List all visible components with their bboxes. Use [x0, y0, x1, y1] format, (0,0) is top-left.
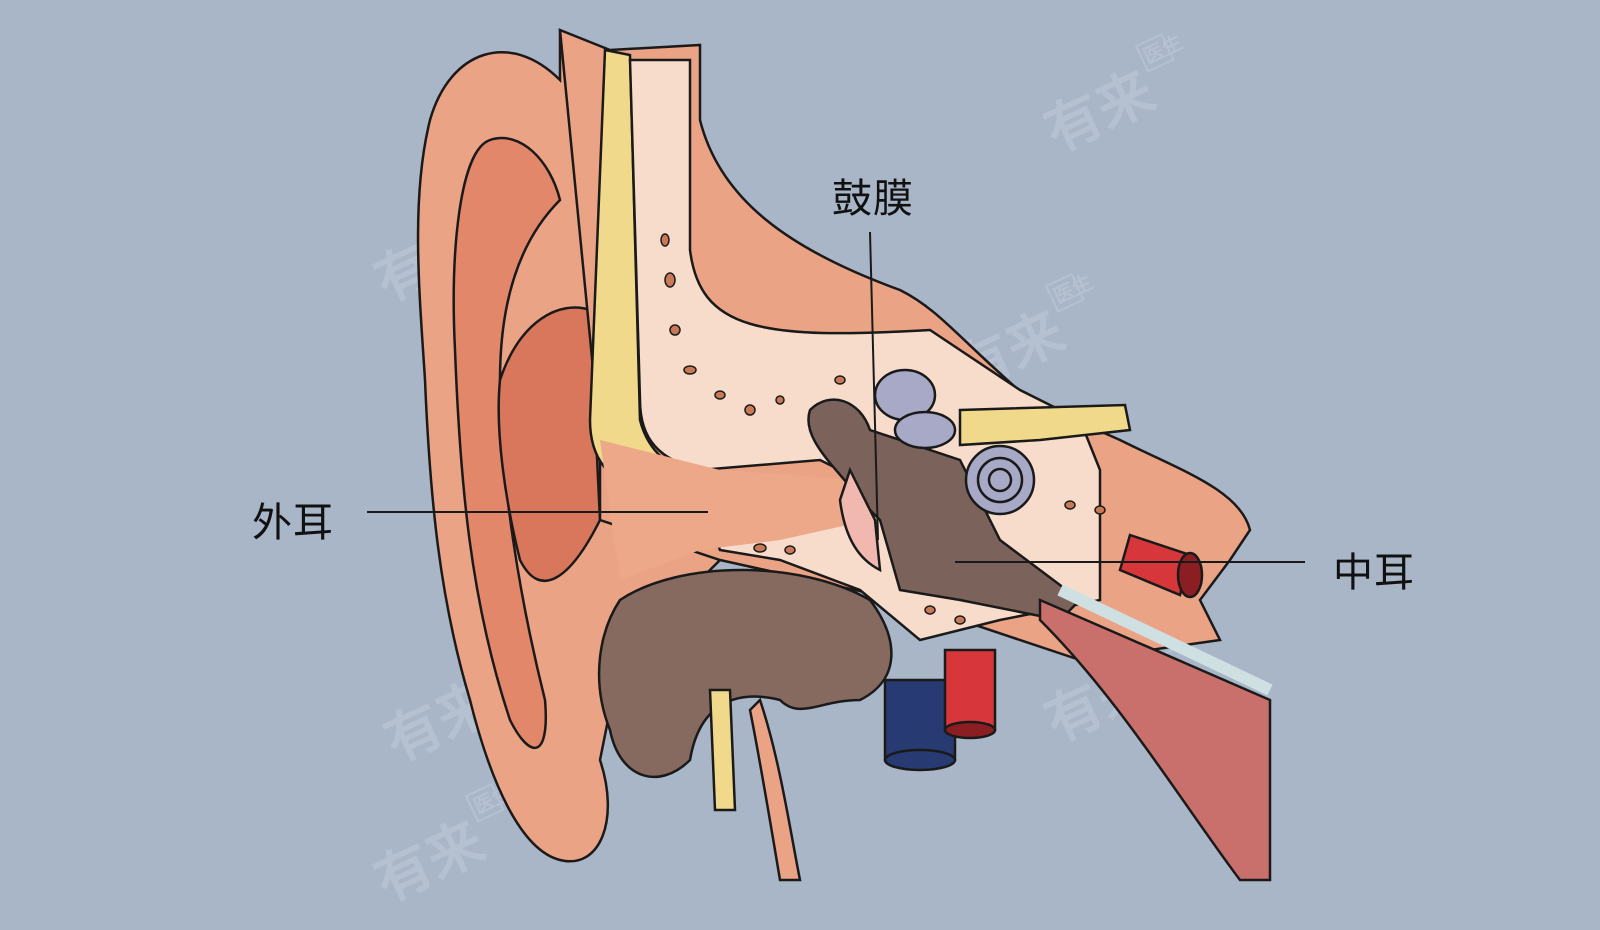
ear-canal [600, 440, 870, 580]
eardrum-leader-line [869, 231, 879, 541]
label-eardrum: 鼓膜 [832, 176, 914, 222]
mastoid-cavity [597, 568, 893, 778]
artery [943, 533, 1204, 740]
eustachian-tube [1038, 598, 1272, 882]
vein [883, 678, 957, 772]
label-outer-ear: 外耳 [252, 500, 334, 546]
auditory-nerve [958, 403, 1132, 447]
bone-spots [660, 233, 1106, 625]
inner-ear [873, 368, 1036, 516]
styloid [708, 688, 737, 812]
label-middle-ear: 中耳 [1333, 550, 1415, 596]
eardrum-membrane [838, 466, 882, 573]
helix-inner [452, 136, 562, 749]
